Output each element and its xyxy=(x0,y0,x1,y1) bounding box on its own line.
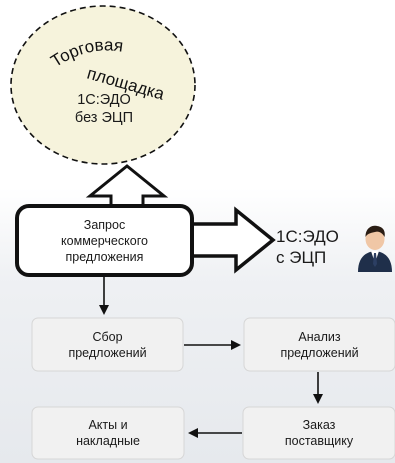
analyze-box xyxy=(243,317,395,372)
up-hollow-arrow xyxy=(85,164,169,209)
request-box xyxy=(15,204,194,277)
acts-box xyxy=(31,406,185,460)
cloud-subtitle: 1С:ЭДО без ЭЦП xyxy=(74,92,134,126)
marketplace-cloud xyxy=(10,5,196,165)
request-label: Запрос коммерческого предложения xyxy=(61,217,148,264)
collect-box xyxy=(31,317,184,372)
collect-label: Сбор предложений xyxy=(68,329,147,360)
analyze-label: Анализ предложений xyxy=(280,329,359,360)
businessman-icon xyxy=(358,225,392,272)
right-hollow-arrow xyxy=(188,206,276,274)
order-label: Заказ поставщику xyxy=(284,418,354,448)
acts-label: Акты и накладные xyxy=(76,418,140,448)
order-box xyxy=(242,406,395,460)
edo-label: 1С:ЭДО с ЭЦП xyxy=(276,227,339,268)
